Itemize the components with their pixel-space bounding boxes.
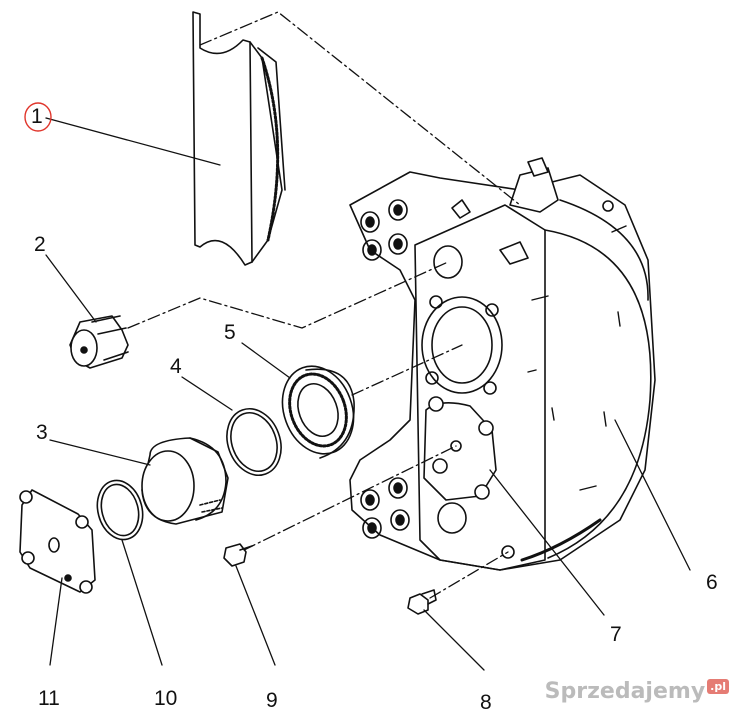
part-9-bolt [223,543,253,567]
callout-4: 4 [170,355,182,378]
callout-1-highlight [24,102,52,132]
watermark-text: Sprzedajemy [544,679,706,704]
part-4-o-ring [226,408,282,476]
part-8-bolt [407,589,437,615]
callout-6: 6 [706,571,718,594]
callout-8: 8 [480,691,492,714]
part-5-seal [281,365,355,459]
part-2-plug [69,315,129,369]
part-11-cover [19,489,96,594]
watermark-badge: .pl [707,679,729,694]
callout-9: 9 [266,689,278,712]
callout-1: 1 [31,105,43,128]
part-6-housing [349,157,656,571]
part-7-cover [423,396,497,501]
callout-10: 10 [154,687,178,710]
callout-11: 11 [38,687,60,710]
part-10-snap-ring [96,479,144,541]
part-1-gasket [192,11,286,266]
callout-3: 3 [36,421,48,444]
part-3-cylinder [141,437,229,525]
watermark-logo: Sprzedajemy .pl [545,679,729,704]
leader-lines [45,11,691,671]
callout-5: 5 [224,321,236,344]
callout-7: 7 [610,623,622,646]
callout-2: 2 [34,233,46,256]
